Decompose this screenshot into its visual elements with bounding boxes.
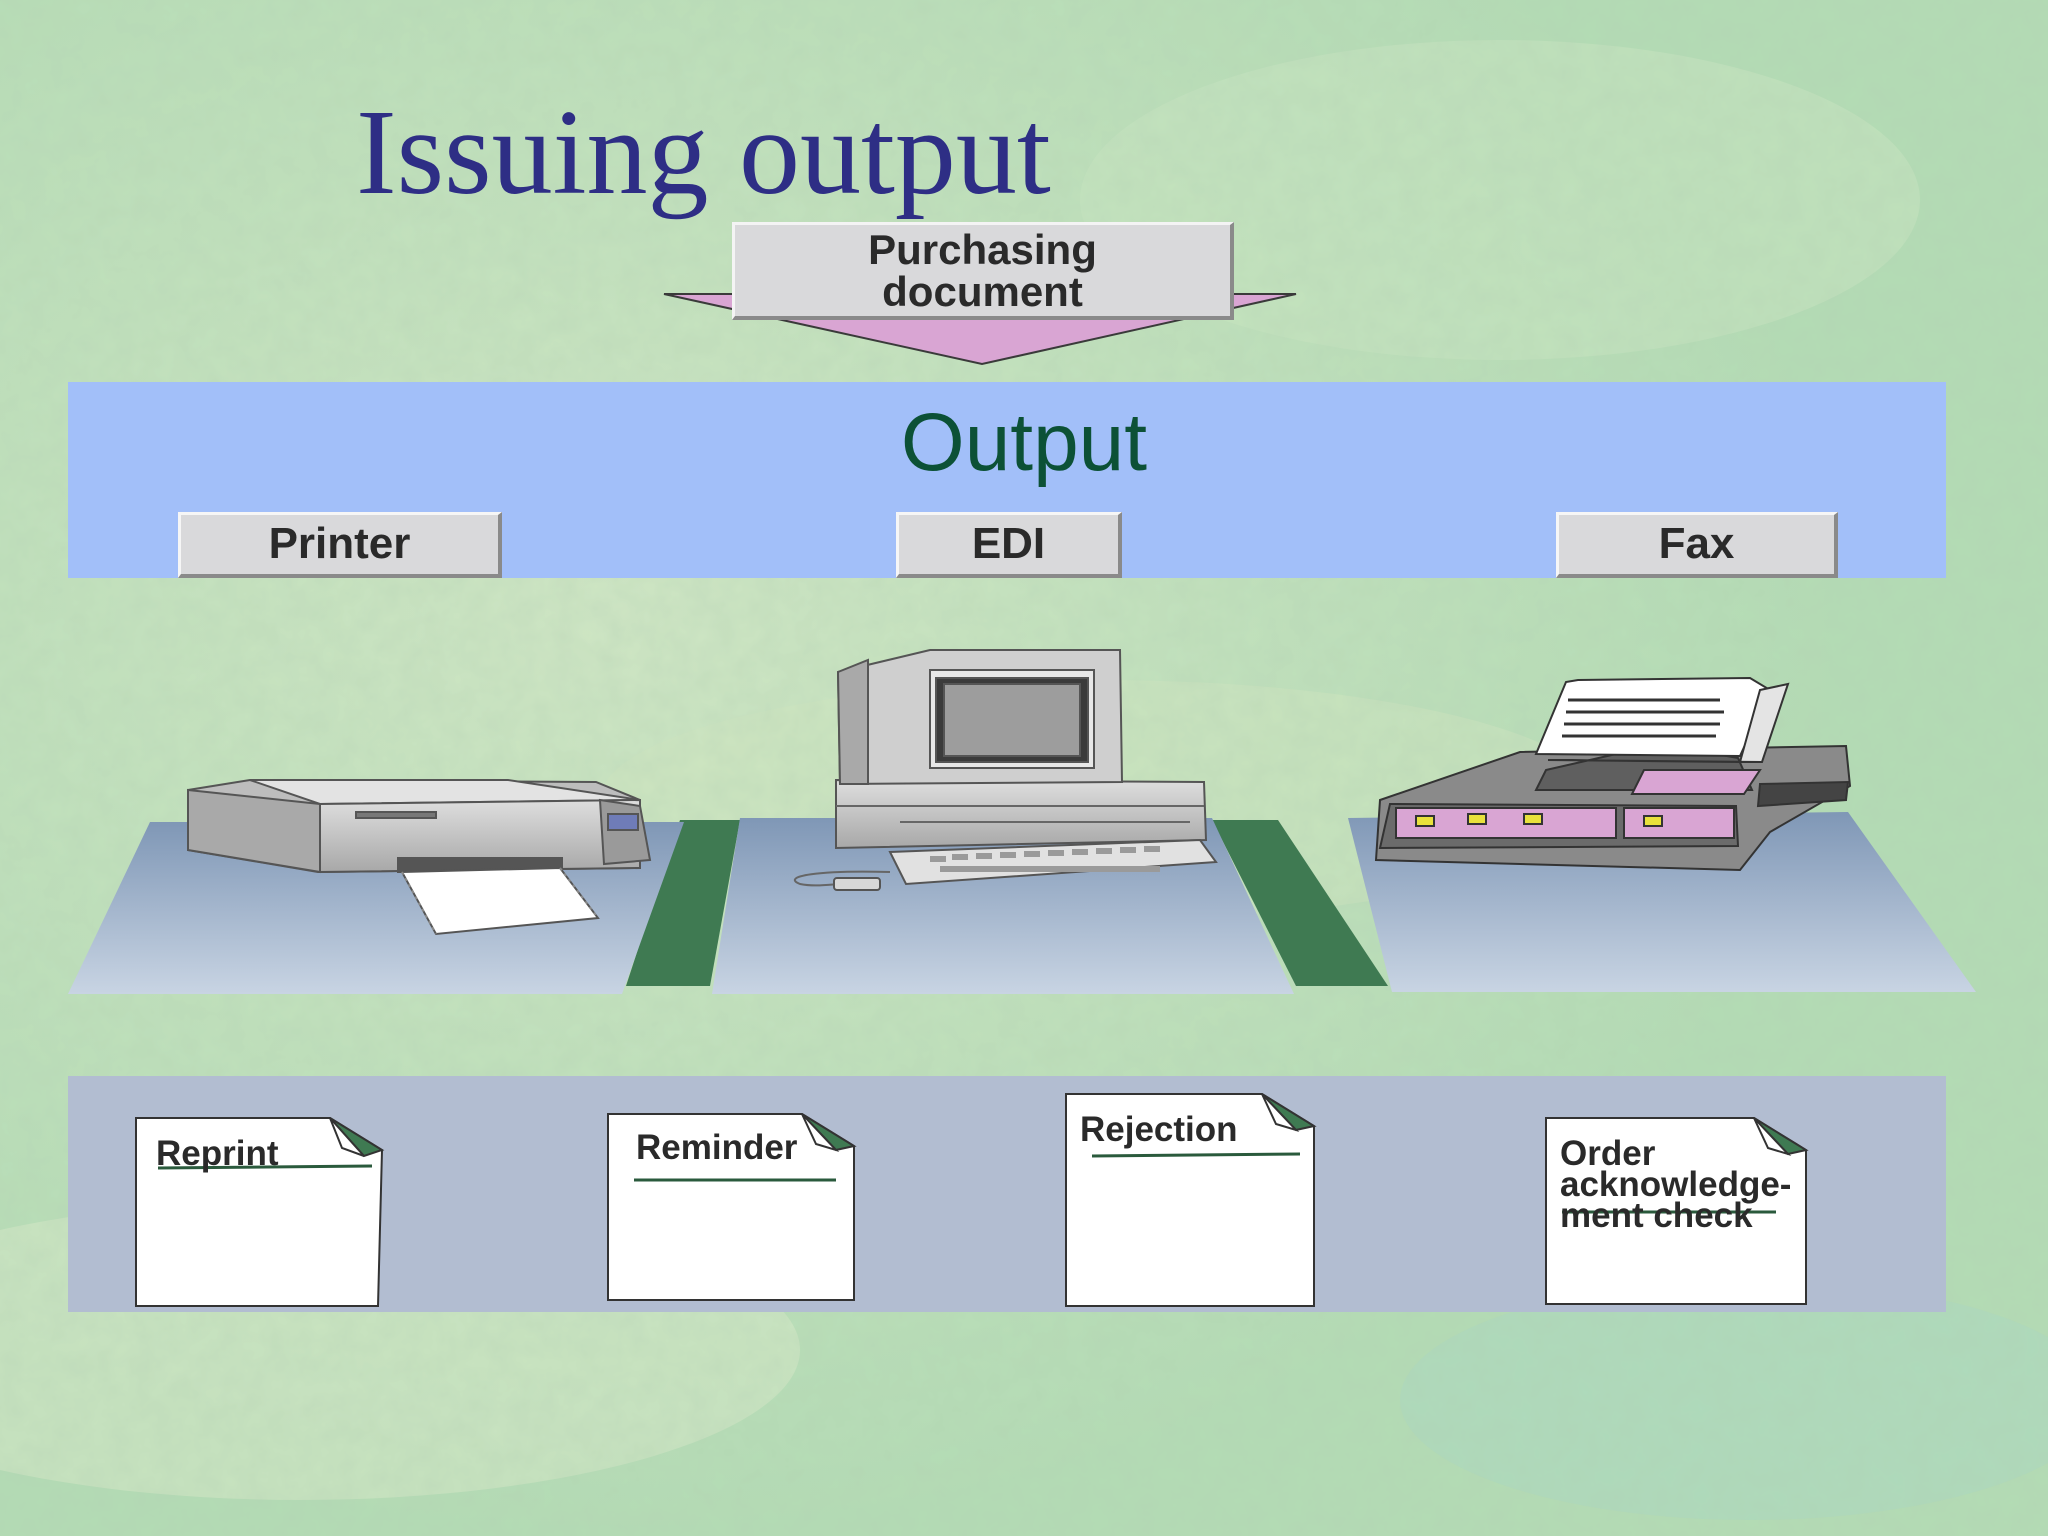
channel-fax-button: Fax xyxy=(1556,512,1838,578)
fax-machine-icon xyxy=(1374,676,1852,872)
document-order-acknowledgement-check xyxy=(1545,1117,1809,1305)
doc-line-3: ment check xyxy=(1560,1196,1753,1235)
channel-printer-button: Printer xyxy=(178,512,502,578)
source-label-line2: document xyxy=(882,268,1083,315)
document-label-reminder: Reminder xyxy=(636,1128,798,1167)
document-rejection xyxy=(1065,1093,1317,1307)
document-label-order-acknowledgement: Order acknowledge- ment check xyxy=(1560,1134,1792,1235)
output-title: Output xyxy=(900,397,1148,488)
doc-line-2: acknowledge- xyxy=(1560,1165,1792,1204)
doc-line-1: Order xyxy=(1560,1134,1656,1173)
computer-icon xyxy=(793,649,1218,891)
printer-icon xyxy=(187,778,652,936)
connector-left xyxy=(626,820,740,986)
purchasing-document-box: Purchasing document xyxy=(732,222,1234,320)
document-label-reprint: Reprint xyxy=(156,1134,279,1173)
slide-title: Issuing output xyxy=(356,85,1051,220)
source-label-line1: Purchasing xyxy=(868,226,1097,273)
document-reminder xyxy=(607,1113,857,1301)
connector-right xyxy=(1212,820,1388,986)
document-label-rejection: Rejection xyxy=(1080,1110,1238,1149)
document-reprint xyxy=(135,1117,385,1307)
channel-edi-button: EDI xyxy=(896,512,1122,578)
